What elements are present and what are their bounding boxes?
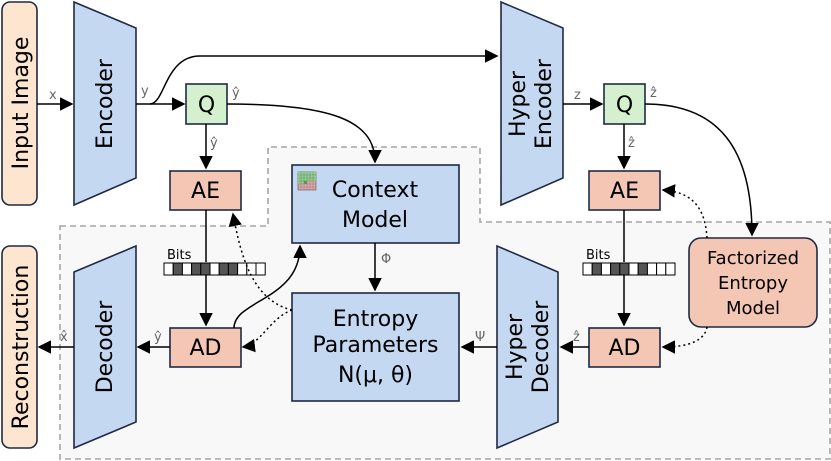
entropy-parameters-label-1: Entropy <box>333 307 418 332</box>
edge-ad-to-context <box>233 244 307 329</box>
dotted-entropy-to-ad-left <box>241 309 293 353</box>
bits-label-right: Bits <box>586 248 611 263</box>
bit-cell <box>218 262 229 276</box>
entropy-parameters-label-3: N(μ, θ) <box>338 363 413 388</box>
dotted-entropy-to-ae-left <box>228 212 293 311</box>
bit-cell <box>591 262 602 276</box>
connections <box>37 49 759 354</box>
bit-cell <box>200 262 211 276</box>
bit-cell <box>582 262 593 276</box>
arithmetic-decoder-left: AD <box>169 327 242 368</box>
hyper-decoder-label-1: Hyper <box>503 313 528 380</box>
arithmetic-decoder-right-label: AD <box>609 336 641 361</box>
factorized-entropy-model-block: Factorized Entropy Model <box>688 237 818 328</box>
edge-q-to-factorized <box>644 103 759 237</box>
arithmetic-encoder-right: AE <box>588 170 661 211</box>
bit-cell <box>646 262 658 276</box>
encoder-label: Encoder <box>93 58 118 149</box>
decoder-label: Decoder <box>93 300 118 394</box>
edge-label-zhat-ad: ẑ <box>573 330 580 345</box>
context-model-label-2: Model <box>342 208 408 233</box>
context-model-block: Context Model <box>291 164 460 244</box>
bit-cell <box>246 262 257 276</box>
bit-cell <box>255 262 266 276</box>
arithmetic-encoder-left-label: AE <box>191 179 220 204</box>
edge-label-y: y <box>141 84 149 99</box>
factorized-label-1: Factorized <box>707 248 799 269</box>
bit-cell <box>665 262 676 276</box>
bit-cell <box>172 262 183 276</box>
encoder-block: Encoder <box>73 0 137 207</box>
edge-label-yhat-ae: ŷ <box>210 136 218 151</box>
entropy-parameters-label-2: Parameters <box>313 333 439 358</box>
edge-label-yhat-decoder: ŷ <box>154 330 162 345</box>
bit-cell <box>600 262 612 276</box>
edge-label-yhat-top: ŷ <box>232 86 240 101</box>
bit-cell <box>619 262 630 276</box>
input-image-box: Input Image <box>1 1 38 206</box>
edge-y-to-hyper-encoder <box>149 49 499 105</box>
bitstream-right: Bits <box>582 248 676 276</box>
edge-label-phi: Φ <box>381 252 391 267</box>
bit-cell <box>191 262 202 276</box>
bit-cell <box>163 262 174 276</box>
arithmetic-encoder-left: AE <box>169 170 242 211</box>
edge-label-zhat-ae: ẑ <box>628 136 635 151</box>
dotted-factorized-to-ad-right <box>661 326 708 354</box>
bit-cell <box>209 262 220 276</box>
hyper-encoder-label-1: Hyper <box>506 70 531 137</box>
edge-q-to-context <box>226 103 382 164</box>
quantizer-left: Q <box>185 83 228 125</box>
bit-cell <box>637 262 648 276</box>
bit-cell <box>656 262 667 276</box>
arithmetic-decoder-right: AD <box>588 327 661 368</box>
edge-label-z: z <box>574 88 581 103</box>
bit-cell <box>227 262 239 276</box>
reconstruction-label: Reconstruction <box>9 265 34 430</box>
factorized-label-2: Entropy <box>718 273 788 294</box>
quantizer-right-label: Q <box>616 93 633 118</box>
bit-cell <box>181 262 193 276</box>
edge-label-zhat-top: ẑ <box>650 86 657 101</box>
bit-cell <box>628 262 639 276</box>
bit-cell <box>237 262 248 276</box>
hyper-encoder-label-2: Encoder <box>532 58 557 149</box>
decoder-block: Decoder <box>73 244 137 450</box>
entropy-parameters-block: Entropy Parameters N(μ, θ) <box>291 292 460 402</box>
edge-label-psi: Ψ <box>475 330 485 345</box>
bit-cell <box>610 262 621 276</box>
reconstruction-box: Reconstruction <box>1 245 38 449</box>
probability-connections <box>228 184 708 354</box>
input-image-label: Input Image <box>9 37 34 170</box>
bitstream-left: Bits <box>163 248 266 276</box>
context-model-label-1: Context <box>332 178 419 203</box>
bits-label-left: Bits <box>167 248 192 263</box>
arithmetic-encoder-right-label: AE <box>610 179 639 204</box>
edge-label-x: x <box>49 88 57 103</box>
edge-label-xhat: x̂ <box>60 330 68 345</box>
hyper-decoder-label-2: Decoder <box>529 300 554 394</box>
factorized-label-3: Model <box>726 298 780 319</box>
quantizer-left-label: Q <box>198 93 215 118</box>
quantizer-right: Q <box>603 83 646 125</box>
context-grid-icon <box>297 171 317 191</box>
hyper-decoder-block: Hyper Decoder <box>496 244 559 450</box>
dotted-factorized-to-ae-right <box>661 184 708 239</box>
arithmetic-decoder-left-label: AD <box>190 336 222 361</box>
hyper-encoder-block: Hyper Encoder <box>500 0 564 207</box>
